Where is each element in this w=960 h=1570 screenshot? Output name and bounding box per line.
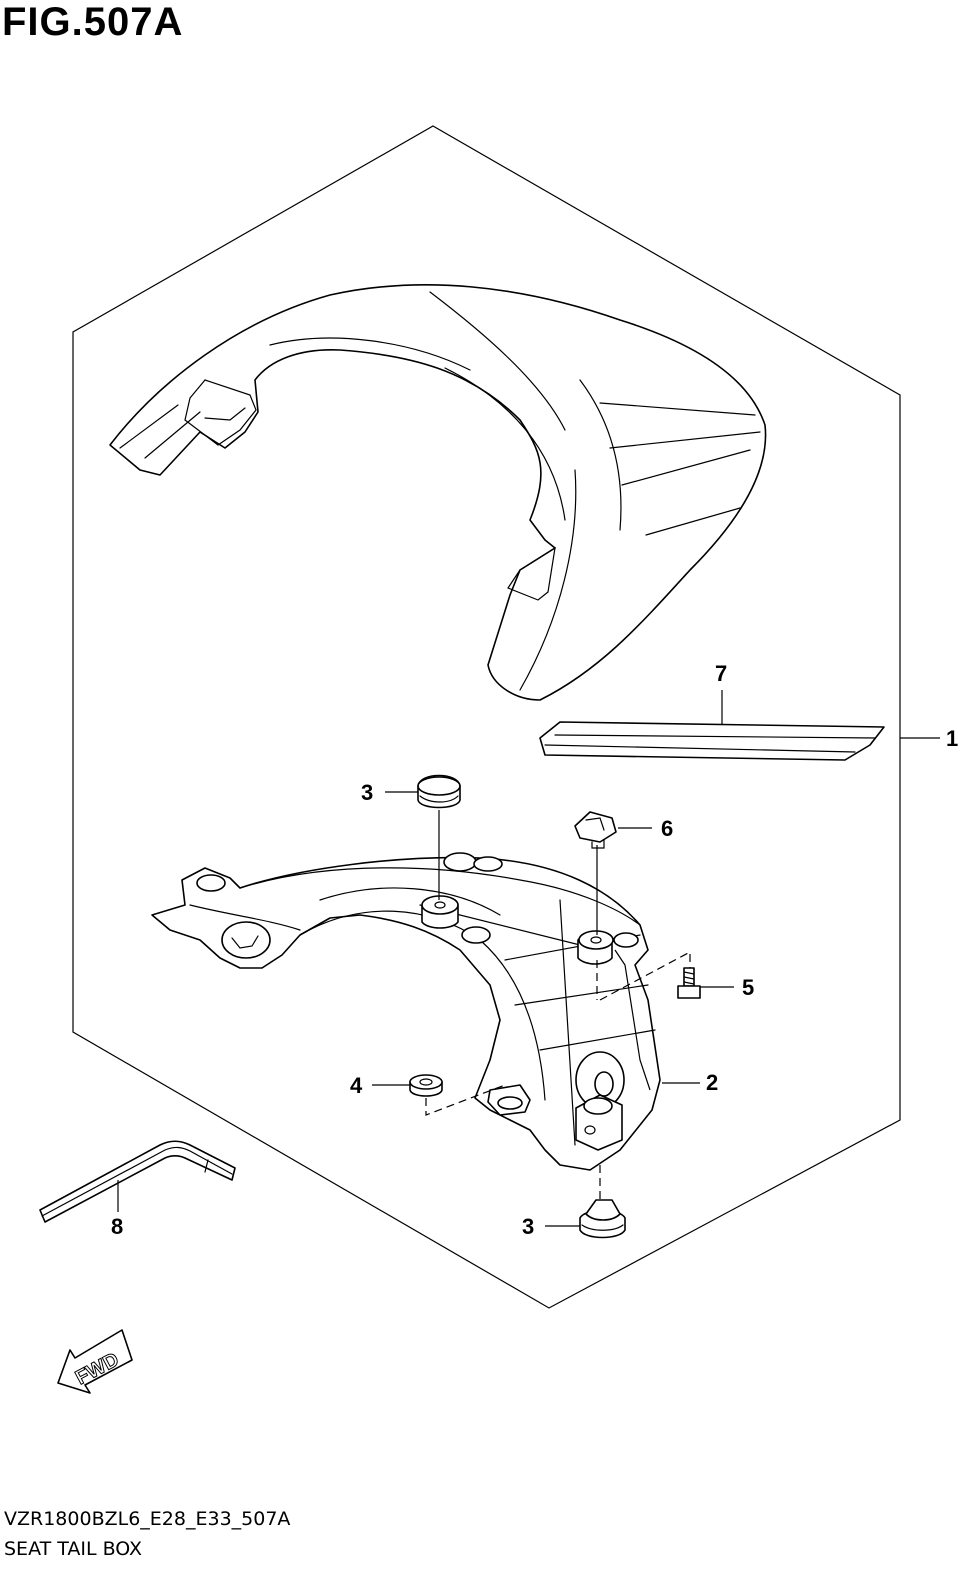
callout-5: 5: [742, 975, 754, 1000]
callout-1: 1: [946, 726, 958, 751]
figure-description: SEAT TAIL BOX: [4, 1538, 143, 1560]
callout-2: 2: [706, 1070, 718, 1095]
callout-6: 6: [661, 816, 673, 841]
callout-3-upper: 3: [361, 780, 373, 805]
part-7-trim-strip[interactable]: [539, 721, 885, 761]
callout-4: 4: [350, 1073, 363, 1098]
part-2-bracket-frame[interactable]: [151, 852, 661, 1171]
part-4-cushion[interactable]: [409, 1074, 443, 1097]
part-3-grommet-upper[interactable]: [417, 774, 461, 809]
forward-direction-arrow: FWD: [57, 1329, 133, 1394]
leader-lines: [117, 690, 940, 1227]
callout-7: 7: [715, 661, 727, 686]
model-code: VZR1800BZL6_E28_E33_507A: [4, 1508, 291, 1530]
part-6-clip-nut[interactable]: [574, 811, 617, 849]
callout-8: 8: [111, 1214, 123, 1239]
part-8-hex-wrench[interactable]: [39, 1140, 236, 1223]
part-1-tail-cover[interactable]: [109, 284, 767, 701]
assembly-boundary: [72, 125, 901, 1309]
callout-3-lower: 3: [522, 1214, 534, 1239]
part-5-bolt[interactable]: [677, 967, 701, 999]
figure-title: FIG.507A: [2, 0, 184, 44]
part-3-grommet-lower[interactable]: [579, 1199, 626, 1239]
